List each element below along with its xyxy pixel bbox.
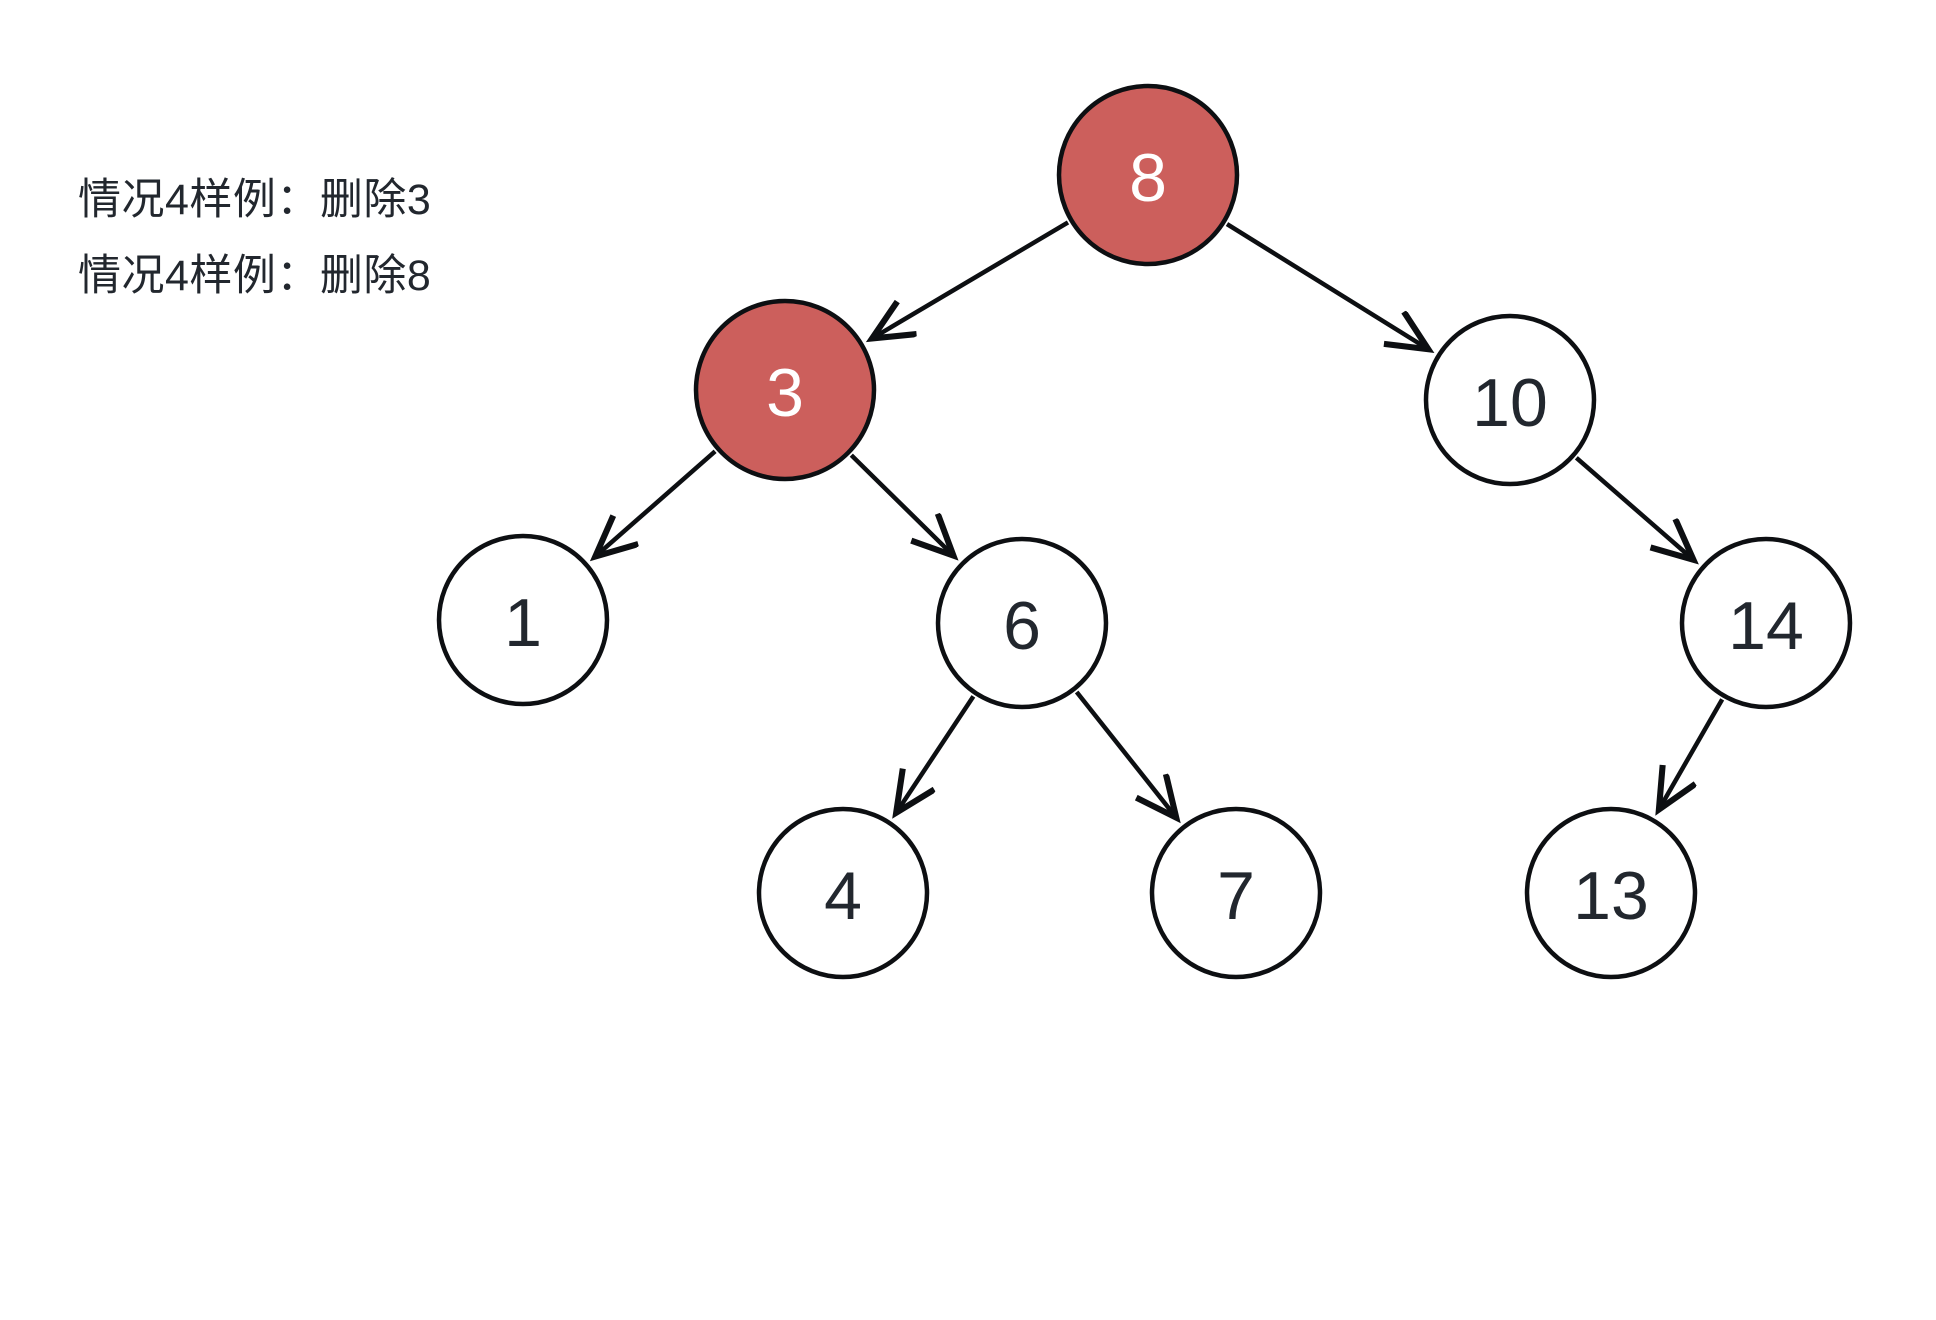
- node-circle-13[interactable]: [1524, 806, 1698, 980]
- node-label-13: 13: [1573, 858, 1649, 934]
- node-label-7: 7: [1217, 858, 1255, 934]
- tree-node-13[interactable]: 13: [1524, 806, 1698, 980]
- node-label-10: 10: [1472, 365, 1548, 441]
- node-circle-1[interactable]: [436, 533, 610, 707]
- node-circle-4[interactable]: [756, 806, 930, 980]
- tree-edge-6-to-4: [897, 695, 976, 811]
- caption-line-1: 情况4样例：删除3: [78, 176, 432, 224]
- node-label-3: 3: [766, 355, 804, 431]
- node-label-4: 4: [824, 858, 862, 934]
- node-circle-3[interactable]: [693, 298, 877, 482]
- tree-node-7[interactable]: 7: [1149, 806, 1323, 980]
- tree-node-6[interactable]: 6: [935, 536, 1109, 710]
- caption-block: 情况4样例：删除3 情况4样例：删除8: [78, 162, 431, 314]
- node-circle-7[interactable]: [1149, 806, 1323, 980]
- tree-node-8[interactable]: 8: [1056, 83, 1240, 267]
- node-label-6: 6: [1003, 588, 1041, 664]
- tree-edges-group: [597, 220, 1725, 816]
- tree-node-1[interactable]: 1: [436, 533, 610, 707]
- tree-edge-6-to-7: [1074, 690, 1175, 816]
- node-circle-8[interactable]: [1056, 83, 1240, 267]
- tree-node-4[interactable]: 4: [756, 806, 930, 980]
- tree-edge-8-to-10: [1225, 222, 1427, 348]
- node-label-8: 8: [1129, 140, 1167, 216]
- node-circle-6[interactable]: [935, 536, 1109, 710]
- tree-nodes-group: 8 3 10 1 6 14 4 7 13: [436, 83, 1853, 980]
- tree-node-14[interactable]: 14: [1679, 536, 1853, 710]
- node-circle-10[interactable]: [1423, 313, 1597, 487]
- node-label-14: 14: [1728, 588, 1804, 664]
- tree-edge-3-to-1: [597, 449, 717, 555]
- tree-node-10[interactable]: 10: [1423, 313, 1597, 487]
- tree-node-3[interactable]: 3: [693, 298, 877, 482]
- caption-line-2: 情况4样例：删除8: [78, 252, 432, 300]
- node-circle-14[interactable]: [1679, 536, 1853, 710]
- tree-edge-3-to-6: [849, 453, 952, 554]
- tree-edge-10-to-14: [1574, 456, 1692, 559]
- node-label-1: 1: [504, 585, 542, 661]
- tree-edge-14-to-13: [1660, 698, 1725, 808]
- tree-edge-8-to-3: [874, 220, 1070, 337]
